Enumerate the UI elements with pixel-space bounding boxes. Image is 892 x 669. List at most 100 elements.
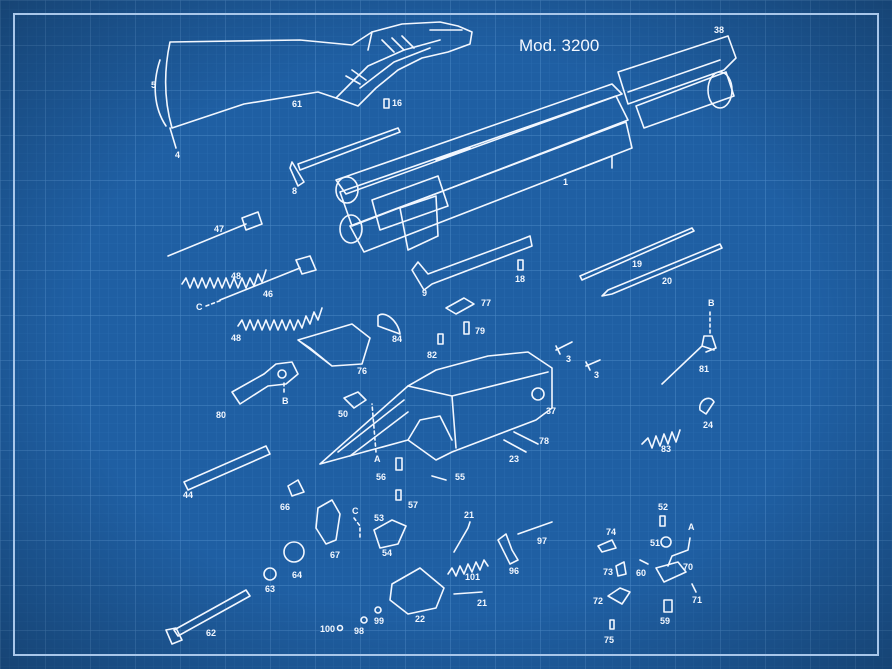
label-66: 66 [280, 502, 290, 512]
label-99: 99 [374, 616, 384, 626]
part-21a-pin [453, 521, 471, 553]
label-98: 98 [354, 626, 364, 636]
part-96-trigger [497, 533, 519, 565]
label-C1: C [196, 302, 203, 312]
part-83-spring [641, 429, 681, 449]
label-84: 84 [392, 334, 402, 344]
label-B1: B [282, 396, 289, 406]
part-50-lever [343, 391, 367, 409]
part-67-hammer [315, 499, 341, 545]
label-23: 23 [509, 454, 519, 464]
part-72-cap [607, 587, 631, 605]
label-44: 44 [183, 490, 193, 500]
part-80-lever [231, 361, 299, 405]
part-44-bar [183, 445, 271, 491]
label-74: 74 [606, 527, 616, 537]
part-46-pin [219, 255, 317, 301]
label-9: 9 [422, 288, 427, 298]
label-82: 82 [427, 350, 437, 360]
leader-C2 [353, 517, 361, 541]
part-66-sear [287, 479, 305, 497]
label-37: 37 [546, 406, 556, 416]
label-55: 55 [455, 472, 465, 482]
part-16-pin [383, 98, 390, 109]
label-62: 62 [206, 628, 216, 638]
part-63-washer [263, 567, 277, 581]
label-79: 79 [475, 326, 485, 336]
label-80: 80 [216, 410, 226, 420]
label-16: 16 [392, 98, 402, 108]
part-71-pin [691, 583, 697, 593]
part-78-pin [513, 431, 539, 445]
part-74-plate [597, 539, 617, 553]
part-8-rod [289, 127, 401, 187]
part-24-clip [699, 397, 715, 415]
label-21b: 21 [477, 598, 487, 608]
label-100: 100 [320, 624, 335, 634]
part-62-rod [165, 589, 251, 645]
part-97-pin [517, 521, 553, 535]
label-57: 57 [408, 500, 418, 510]
label-81: 81 [699, 364, 709, 374]
stock-part [154, 21, 473, 149]
label-51: 51 [650, 538, 660, 548]
sheet-border [13, 13, 879, 656]
part-81-lever [661, 335, 717, 385]
label-20: 20 [662, 276, 672, 286]
label-67: 67 [330, 550, 340, 560]
label-78: 78 [539, 436, 549, 446]
label-19: 19 [632, 259, 642, 269]
part-52-pin [659, 515, 666, 527]
label-38: 38 [714, 25, 724, 35]
part-60-pin [639, 559, 649, 565]
part-56-pin [395, 457, 403, 471]
label-70: 70 [683, 562, 693, 572]
part-20-rod [601, 243, 723, 297]
part-76-block [297, 323, 371, 367]
label-61: 61 [292, 99, 302, 109]
label-54: 54 [382, 548, 392, 558]
label-C2: C [352, 506, 359, 516]
label-B2: B [708, 298, 715, 308]
part-99-washer [374, 606, 382, 614]
part-51-washer [660, 536, 672, 548]
part-48b-spring [237, 307, 323, 331]
label-96: 96 [509, 566, 519, 576]
part-54-hammer [373, 519, 407, 549]
label-75: 75 [604, 635, 614, 645]
part-80-hole [277, 369, 287, 379]
part-47-pin [167, 211, 263, 257]
part-77-latch [445, 297, 475, 315]
label-48a: 48 [231, 271, 241, 281]
label-56: 56 [376, 472, 386, 482]
part-57-pin [395, 489, 402, 501]
label-53: 53 [374, 513, 384, 523]
barrel-assembly [335, 83, 633, 253]
label-48b: 48 [231, 333, 241, 343]
label-77: 77 [481, 298, 491, 308]
label-A2: A [688, 522, 695, 532]
part-3a-screw [555, 341, 573, 355]
label-5: 5 [151, 80, 156, 90]
fore-end-part [617, 35, 737, 129]
part-18-pin [517, 259, 524, 271]
label-24: 24 [703, 420, 713, 430]
leader-A1 [371, 403, 377, 453]
part-48-spring [181, 269, 267, 289]
label-1: 1 [563, 177, 568, 187]
part-73-block [615, 561, 627, 577]
part-21b-pin [453, 591, 483, 595]
label-71: 71 [692, 595, 702, 605]
label-101: 101 [465, 572, 480, 582]
label-76: 76 [357, 366, 367, 376]
label-64: 64 [292, 570, 302, 580]
label-60: 60 [636, 568, 646, 578]
part-9-lever [411, 235, 533, 291]
part-70-lever [667, 537, 691, 567]
part-75-pin [609, 619, 615, 630]
part-70-selector [655, 561, 687, 583]
part-79-pin [463, 321, 470, 335]
label-18: 18 [515, 274, 525, 284]
part-22-trigger-block [389, 567, 445, 615]
